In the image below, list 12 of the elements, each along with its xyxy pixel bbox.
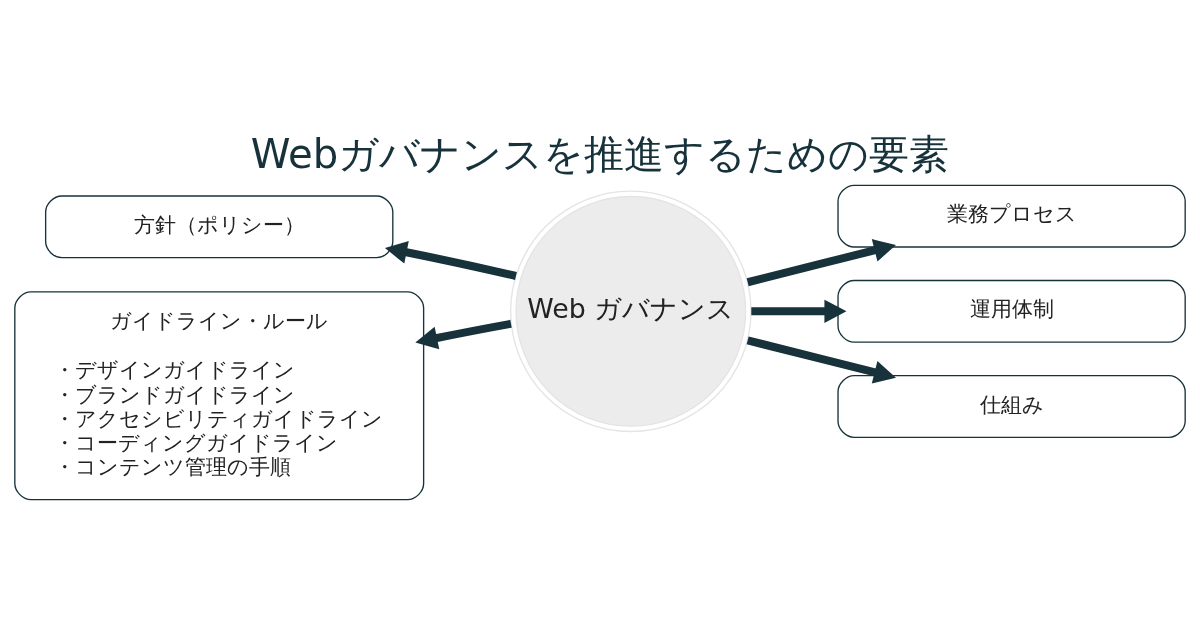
node-box: 業務プロセス xyxy=(837,184,1186,248)
node-circle: Web ガバナンス xyxy=(510,190,752,433)
node-box: 仕組み xyxy=(837,374,1186,438)
node-box: 方針（ポリシー） xyxy=(45,195,394,259)
arrow xyxy=(746,336,896,384)
node-box: ガイドライン・ルール ・デザインガイドライン ・ブランドガイドライン ・アクセシビリティガイドライン ・コーディングガイドライン ・コンテンツ管理の手順 xyxy=(14,291,425,501)
diagram-title: Webガバナンスを推進するための要素 xyxy=(250,130,950,177)
arrow xyxy=(751,299,847,323)
arrow xyxy=(415,319,512,350)
arrow xyxy=(746,239,896,287)
node-box: 運用体制 xyxy=(837,279,1186,343)
arrow xyxy=(384,240,517,280)
